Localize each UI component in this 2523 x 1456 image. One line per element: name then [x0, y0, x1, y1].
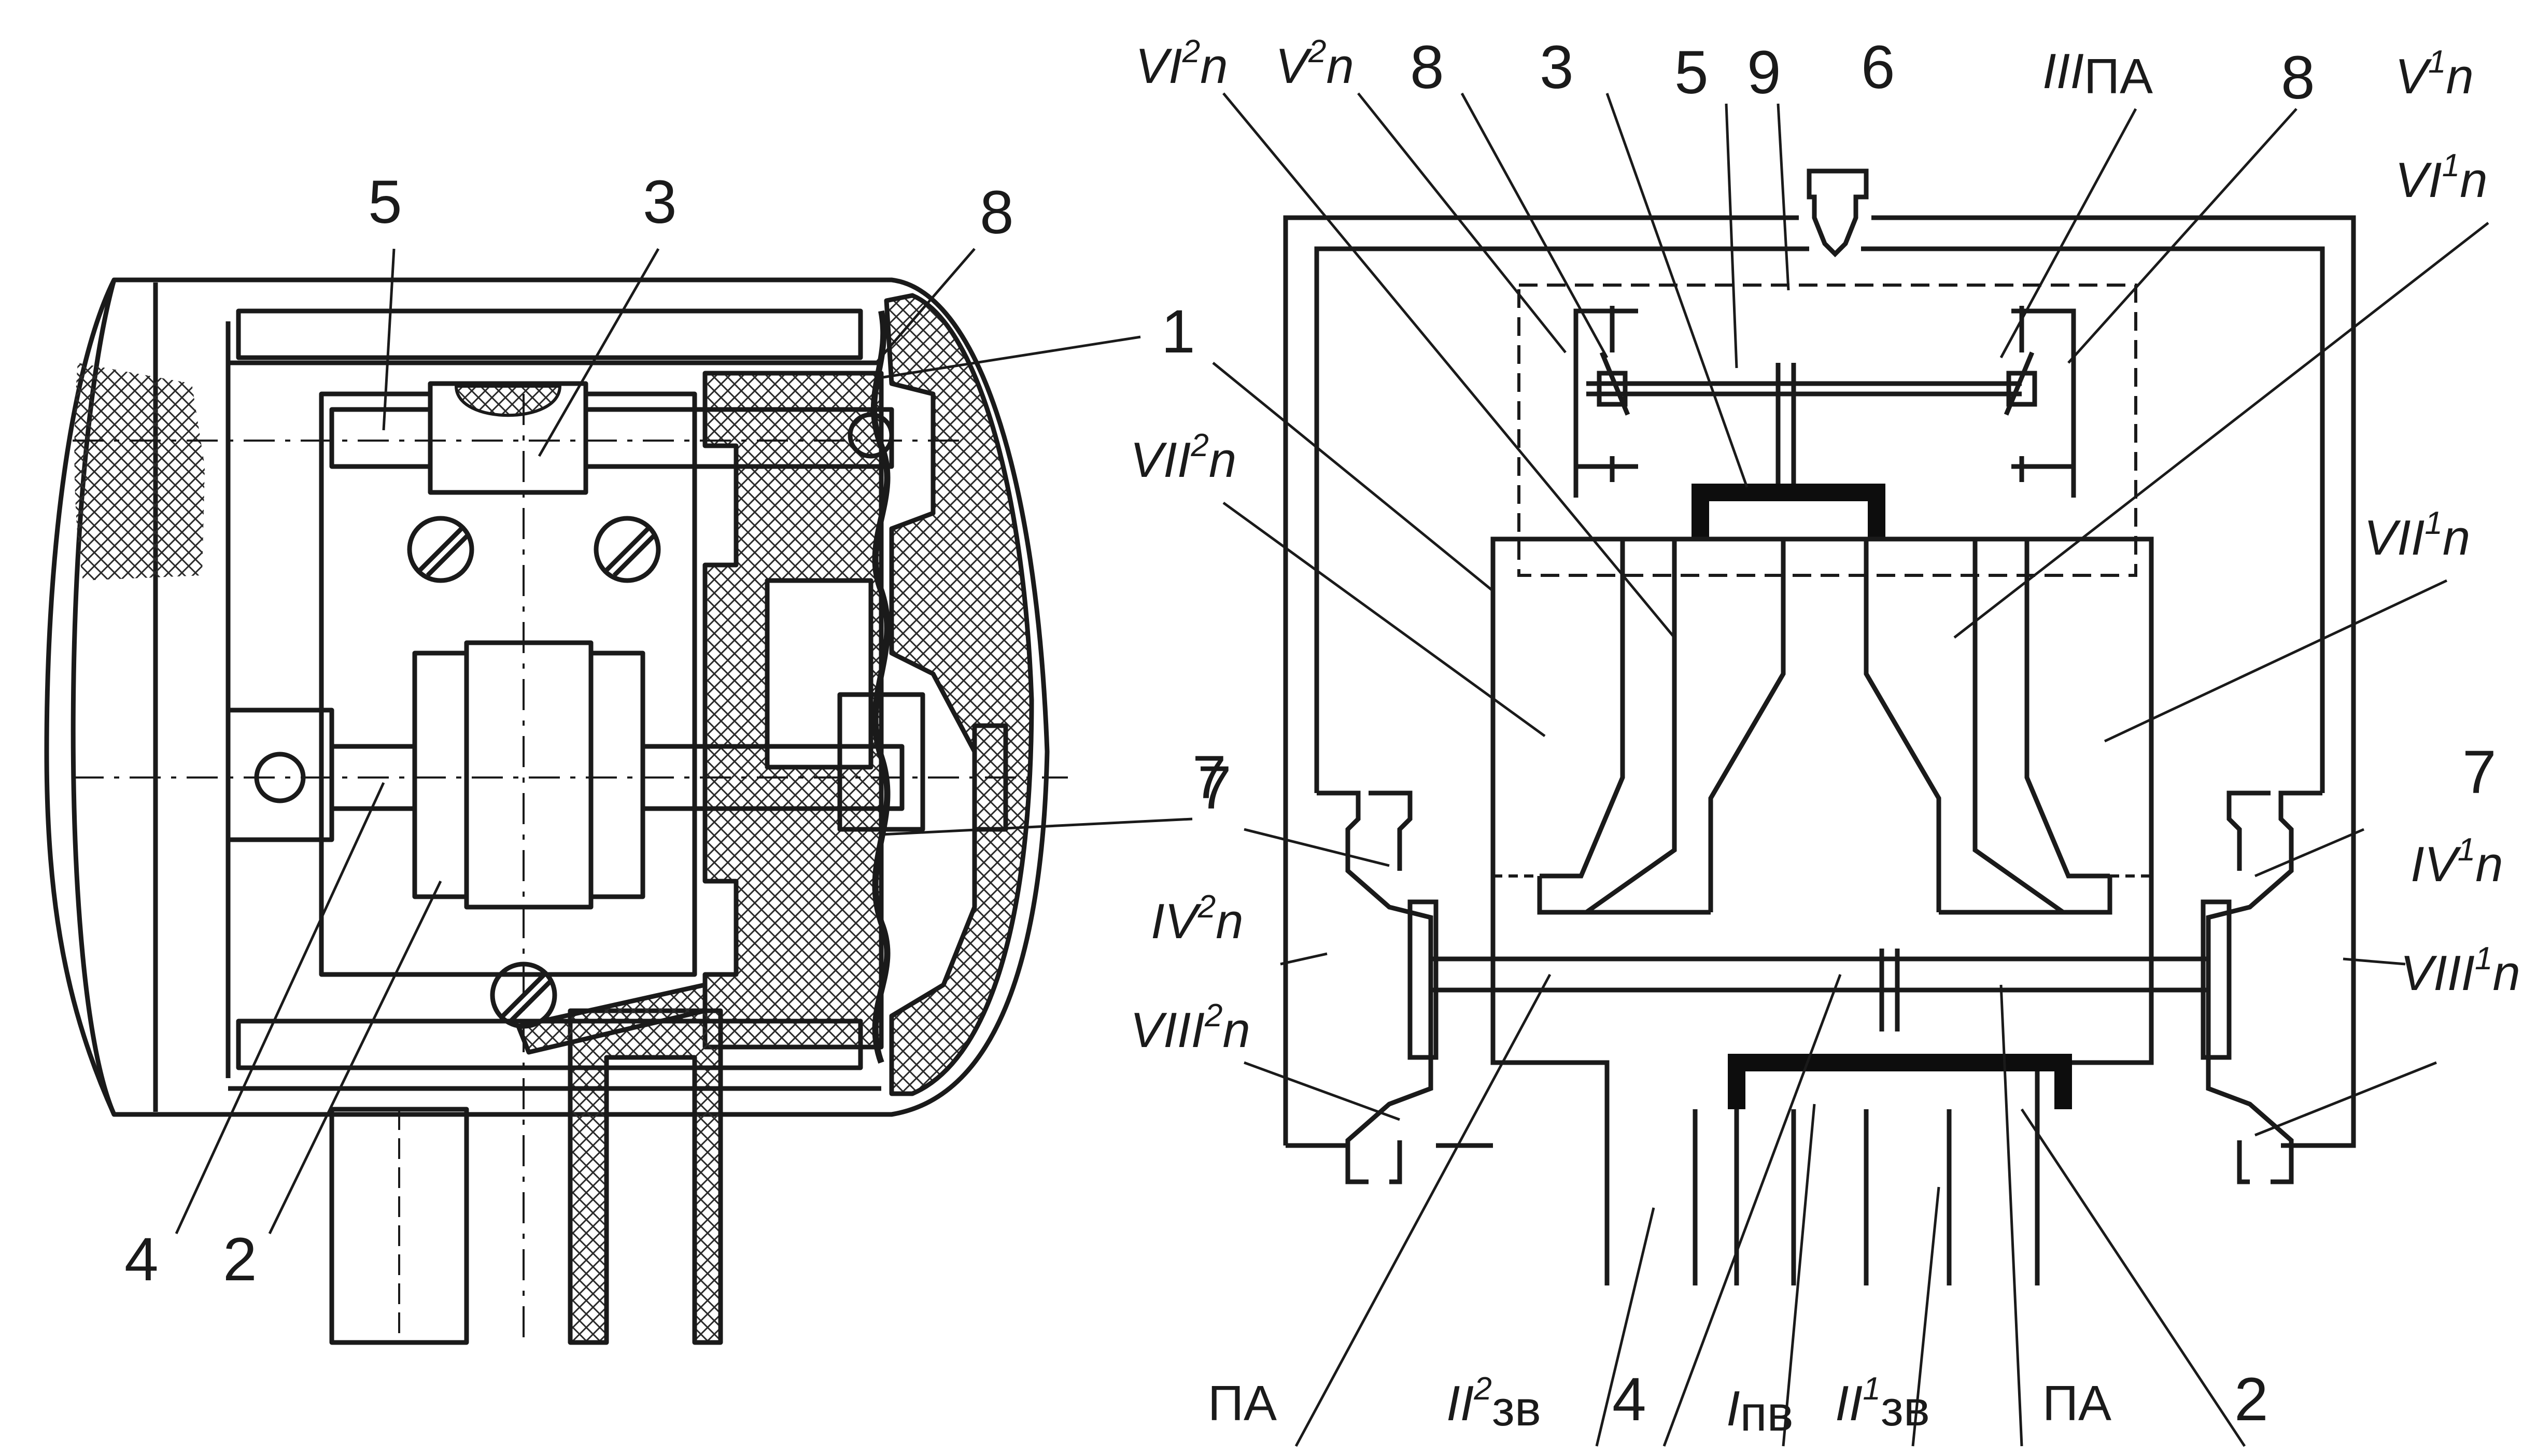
callout-7-right-side: 7: [2462, 738, 2497, 807]
callout-1-left: 1: [1161, 298, 1195, 366]
left-leader-lines: [175, 248, 1193, 1235]
callout-8-left: 8: [980, 178, 1014, 247]
label-II1zv: II1зв: [1835, 1371, 1930, 1436]
dashed-enclosure-9: [1517, 284, 2137, 577]
label-V2n: V2n: [1275, 34, 1354, 94]
lower-side-disc-left: [1407, 899, 1439, 1060]
callout-3-left: 3: [643, 168, 677, 236]
right-bottom-labels: ПА II2зв 4 Iпв II1зв ПА 2: [1208, 1365, 2268, 1441]
label-PA-left: ПА: [1208, 1376, 1277, 1431]
inner-housing: [1314, 246, 2325, 793]
lower-diaphragm-2: [1728, 1054, 2072, 1109]
left-bearing-block: [225, 708, 334, 842]
label-PA-right: ПА: [2042, 1376, 2111, 1431]
callout-8-top-left: 8: [1410, 33, 1444, 102]
label-VIII2n: VIII2n: [1130, 998, 1250, 1058]
drum-inner-2: [464, 640, 594, 910]
label-V1n: V1n: [2395, 44, 2474, 104]
nozzle-I: [1734, 1109, 1796, 1285]
right-leader-lines: [1212, 92, 2489, 1447]
block-3-hatched-notch: [455, 385, 561, 417]
label-VII1n: VII1n: [2364, 505, 2470, 566]
inner-frame-bottom-rail: [236, 1019, 863, 1070]
funnel-center: [1708, 539, 1941, 912]
right-side-labels: VII2n VII1n 7 7 IV2n IV1n VIII2n VIII1n: [1130, 428, 2520, 1058]
right-top-labels: VI2n V2n 8 3 5 9 6 IIIПА 8 V1n VI1n: [1135, 33, 2488, 208]
label-VI2n: VI2n: [1135, 34, 1228, 94]
inner-frame-top-rail: [236, 308, 863, 360]
side-housing-right: [2206, 790, 2322, 1184]
left-section-drawing: [44, 277, 1068, 1348]
chamber-left-wall: [1540, 539, 1625, 879]
lower-side-disc-right: [2201, 899, 2232, 1060]
screw-left: [407, 516, 474, 583]
lower-chamber-right: [1939, 876, 2154, 1109]
nozzle-II2: [1604, 1109, 1698, 1285]
side-housing-left-b: [1369, 790, 1413, 1184]
label-II2zv: II2зв: [1446, 1371, 1541, 1436]
left-bearing-hole: [254, 752, 306, 803]
vent-screw-6: [1807, 168, 1869, 258]
right-schematic: [1283, 168, 2356, 1285]
outlet-pipe-hatched: [568, 1008, 723, 1345]
callout-4-bottom: 4: [1612, 1365, 1646, 1434]
upper-diaphragm-3: [1692, 484, 1885, 539]
callout-7-left: 7: [1197, 754, 1232, 822]
chamber-right-outer: [2074, 536, 2154, 902]
lower-hatched-strip: [516, 982, 708, 1055]
membrane-clamp: [837, 692, 925, 832]
right-hatched-cap: [884, 293, 1034, 1096]
callout-8-top-right: 8: [2281, 44, 2315, 112]
valve-8-right: [2004, 306, 2037, 482]
callout-5-top: 5: [1674, 38, 1709, 107]
callout-2-bottom: 2: [2234, 1365, 2268, 1434]
label-Ipv: Iпв: [1726, 1381, 1794, 1441]
outer-housing: [1283, 215, 2356, 1148]
label-VII2n: VII2n: [1130, 428, 1236, 488]
callout-7-left-side: 7: [1192, 743, 1227, 812]
lower-chamber-left: [1490, 876, 1711, 1109]
funnel-left-inner: [1585, 539, 1677, 914]
callout-9-top: 9: [1747, 38, 1781, 107]
label-VIII1n: VIII1n: [2400, 941, 2520, 1001]
screw-right: [594, 516, 661, 583]
center-hatched-cavity: [765, 578, 873, 770]
callout-6-top: 6: [1861, 33, 1895, 102]
upper-nut: [848, 412, 894, 459]
callout-4-left: 4: [124, 1225, 159, 1294]
funnel-right-inner: [1972, 539, 2065, 914]
valve-8-left: [1597, 306, 1630, 482]
nozzle-II1: [1864, 1109, 1952, 1285]
side-housing-right-b: [2226, 790, 2271, 1184]
label-IV2n: IV2n: [1151, 889, 1244, 949]
left-front-hatched-block: [74, 363, 205, 581]
left-housing-outline: [44, 277, 1050, 1117]
upper-left-chamber: [1573, 308, 1638, 498]
label-IV1n: IV1n: [2411, 832, 2503, 892]
label-IIIPA: IIIПА: [2042, 44, 2153, 104]
membrane-8: [870, 310, 891, 1064]
callout-3-top: 3: [1540, 33, 1574, 102]
callout-2-left: 2: [223, 1225, 257, 1294]
chamber-left-outer: [1490, 536, 1576, 902]
callout-5-left: 5: [368, 168, 402, 236]
left-callout-labels: 5 3 8 1 7 4 2: [124, 168, 1232, 1294]
label-VI1n: VI1n: [2395, 148, 2488, 208]
chamber-right-wall: [2024, 539, 2110, 879]
